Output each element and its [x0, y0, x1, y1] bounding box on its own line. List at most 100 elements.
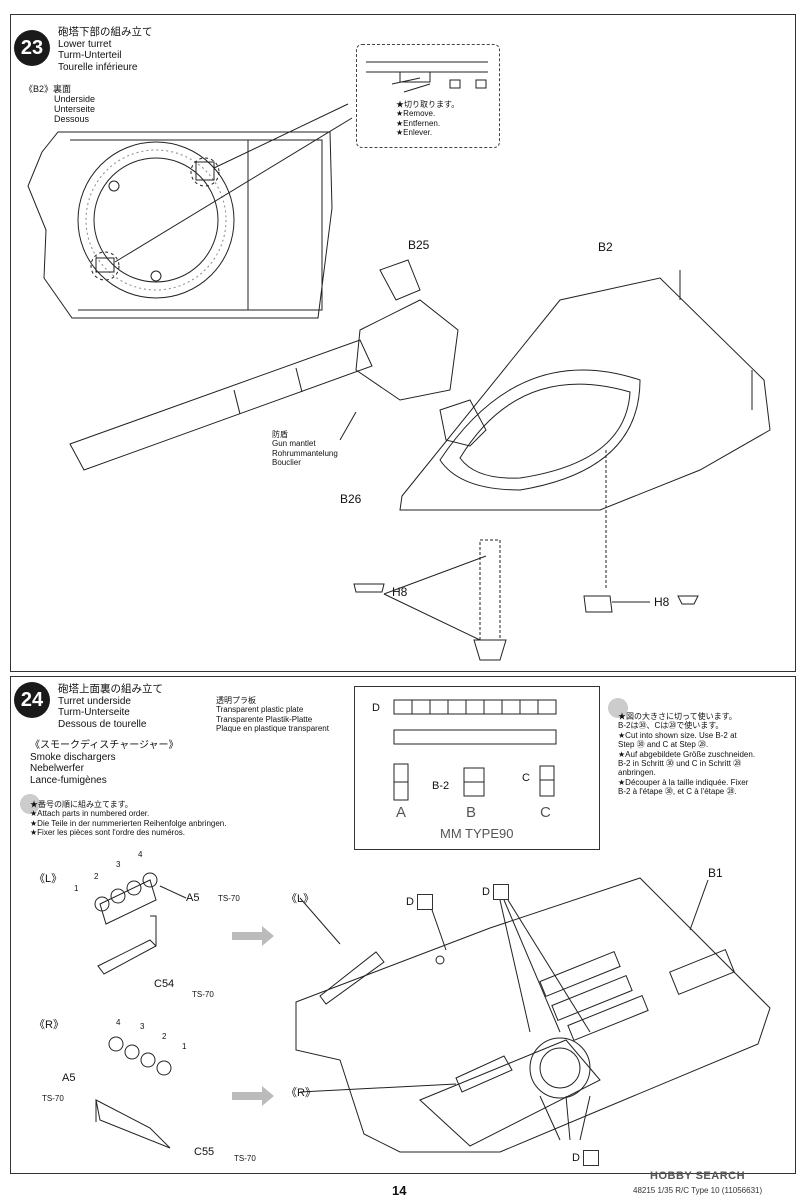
smoke-jp: 《スモークディスチャージャー》	[30, 740, 179, 751]
step-23-title-en: Lower turret	[58, 38, 112, 50]
num-3-bottom: 3	[140, 1022, 145, 1031]
label-d-top-text: D	[482, 885, 490, 898]
template-c2-label: C	[540, 804, 551, 821]
remove-detail-box	[356, 44, 500, 148]
order-fr: ★Fixer les pièces sont l'ordre des numér…	[30, 828, 185, 838]
order-note: ★番号の順に組み立てます。 ★Attach parts in numbered …	[30, 800, 226, 838]
label-d-bottom: D	[572, 1150, 599, 1166]
size-de3: anbringen.	[618, 768, 656, 778]
plate-de: Transparente Plastik-Platte	[216, 714, 313, 724]
step-24-title-de: Turm-Unterseite	[58, 707, 130, 718]
num-2-bottom: 2	[162, 1032, 167, 1041]
size-de1: ★Auf abgebildete Größe zuschneiden.	[618, 749, 756, 759]
label-c55: C55	[194, 1146, 215, 1158]
mantlet-en: Gun mantlet	[272, 439, 316, 449]
mantlet-jp: 防盾	[272, 430, 288, 439]
plate-jp: 透明プラ板	[216, 696, 256, 705]
remove-note: ★切り取ります。 ★Remove. ★Entfernen. ★Enlever.	[396, 100, 459, 138]
template-caption: MM TYPE90	[440, 826, 514, 841]
num-4-bottom: 4	[116, 1018, 121, 1027]
size-fr1: ★Découper à la taille indiquée. Fixer	[618, 777, 749, 787]
label-b2: B2	[598, 240, 613, 254]
size-fr2: B-2 à l'étape ㉚, et C à l'étape ㉘.	[618, 787, 737, 797]
right-tag-assembly: 《R》	[34, 1019, 64, 1031]
size-note-dot	[608, 698, 628, 718]
step-24-title-en: Turret underside	[58, 695, 131, 707]
remove-note-jp: ★切り取ります。	[396, 100, 460, 109]
remove-note-fr: ★Enlever.	[396, 128, 433, 138]
size-jp2: B-2は㉚、Cは㉘で使います。	[618, 721, 724, 731]
smoke-fr: Lance-fumigènes	[30, 774, 107, 786]
order-en: ★Attach parts in numbered order.	[30, 809, 150, 819]
step-23-title: 砲塔下部の組み立て Lower turret Turm-Unterteil To…	[58, 26, 153, 73]
smoke-de: Nebelwerfer	[30, 763, 84, 774]
d-box-icon	[582, 1150, 599, 1166]
size-note: ★図の大きさに切って使います。 B-2は㉚、Cは㉘で使います。 ★Cut int…	[618, 712, 755, 797]
step-24-title-fr: Dessous de tourelle	[58, 718, 147, 730]
size-en2: Step ㉚ and C at Step ㉘.	[618, 740, 709, 750]
underside-jp: 裏面	[53, 84, 72, 94]
ts70-b: TS-70	[192, 990, 214, 999]
order-note-dot	[20, 794, 40, 814]
num-1-bottom: 1	[182, 1042, 187, 1051]
ts70-d: TS-70	[234, 1154, 256, 1163]
order-de: ★Die Teile in der nummerierten Reihenfol…	[30, 818, 227, 828]
label-d-top: D	[482, 884, 509, 900]
right-tag-turret: 《R》	[286, 1087, 316, 1099]
step-24-number: 24	[14, 682, 50, 718]
smoke-en: Smoke dischargers	[30, 751, 116, 763]
num-3-top: 3	[116, 860, 121, 869]
underside-en: Underside	[54, 94, 96, 104]
ts70-c: TS-70	[42, 1094, 64, 1103]
template-d-label: D	[372, 702, 380, 714]
plate-label: 透明プラ板 Transparent plastic plate Transpar…	[216, 696, 329, 734]
plate-fr: Plaque en plastique transparent	[216, 724, 329, 734]
size-de2: B-2 in Schritt ㉚ und C in Schritt ㉘	[618, 759, 742, 769]
remove-note-en: ★Remove.	[396, 109, 436, 119]
label-d-left: D	[406, 894, 433, 910]
underside-label: 《B2》裏面 Underside Unterseite Dessous	[24, 84, 95, 124]
size-en1: ★Cut into shown size. Use B-2 at	[618, 730, 737, 740]
template-c-label: C	[522, 772, 530, 784]
smoke-dischargers-title: 《スモークディスチャージャー》 Smoke dischargers Nebelw…	[30, 740, 179, 786]
step-24-title-jp: 砲塔上面裏の組み立て	[58, 683, 163, 695]
step-23-title-jp: 砲塔下部の組み立て	[58, 26, 153, 38]
label-c54: C54	[154, 978, 175, 990]
label-b25: B25	[408, 238, 430, 252]
label-a5-top: A5	[186, 892, 200, 904]
step-23-title-fr: Tourelle inférieure	[58, 61, 138, 73]
template-b-label: B	[466, 804, 477, 821]
plate-en: Transparent plastic plate	[216, 705, 304, 715]
mantlet-label: 防盾 Gun mantlet Rohrummantelung Bouclier	[272, 430, 338, 468]
label-h8-left: H8	[392, 585, 408, 599]
size-jp: ★図の大きさに切って使います。	[618, 712, 737, 721]
product-code: 48215 1/35 R/C Type 10 (11056631)	[633, 1186, 763, 1195]
left-tag-turret: 《L》	[286, 893, 315, 905]
label-b26: B26	[340, 492, 362, 506]
order-jp: ★番号の順に組み立てます。	[30, 800, 133, 809]
num-1-top: 1	[74, 884, 79, 893]
hobby-search-watermark: HOBBY SEARCH	[650, 1170, 746, 1182]
mantlet-de: Rohrummantelung	[272, 448, 338, 458]
num-4-top: 4	[138, 850, 143, 859]
label-d-left-text: D	[406, 895, 414, 908]
step-23-number: 23	[14, 30, 50, 66]
step-23-title-de: Turm-Unterteil	[58, 50, 122, 61]
d-box-icon	[492, 884, 509, 900]
page-number: 14	[392, 1183, 407, 1198]
num-2-top: 2	[94, 872, 99, 881]
step-24-title: 砲塔上面裏の組み立て Turret underside Turm-Unterse…	[58, 683, 163, 730]
ts70-a: TS-70	[218, 894, 240, 903]
template-a-label: A	[396, 804, 407, 821]
label-h8-right: H8	[654, 595, 670, 609]
underside-fr: Dessous	[54, 114, 90, 124]
label-d-bottom-text: D	[572, 1151, 580, 1164]
label-b1: B1	[708, 866, 723, 880]
d-box-icon	[416, 894, 433, 910]
template-b2-label: B-2	[432, 780, 450, 792]
mantlet-fr: Bouclier	[272, 458, 301, 468]
underside-de: Unterseite	[54, 104, 96, 114]
label-a5-bottom: A5	[62, 1072, 76, 1084]
underside-tag: 《B2》	[24, 84, 54, 94]
left-tag-assembly: 《L》	[34, 873, 63, 885]
